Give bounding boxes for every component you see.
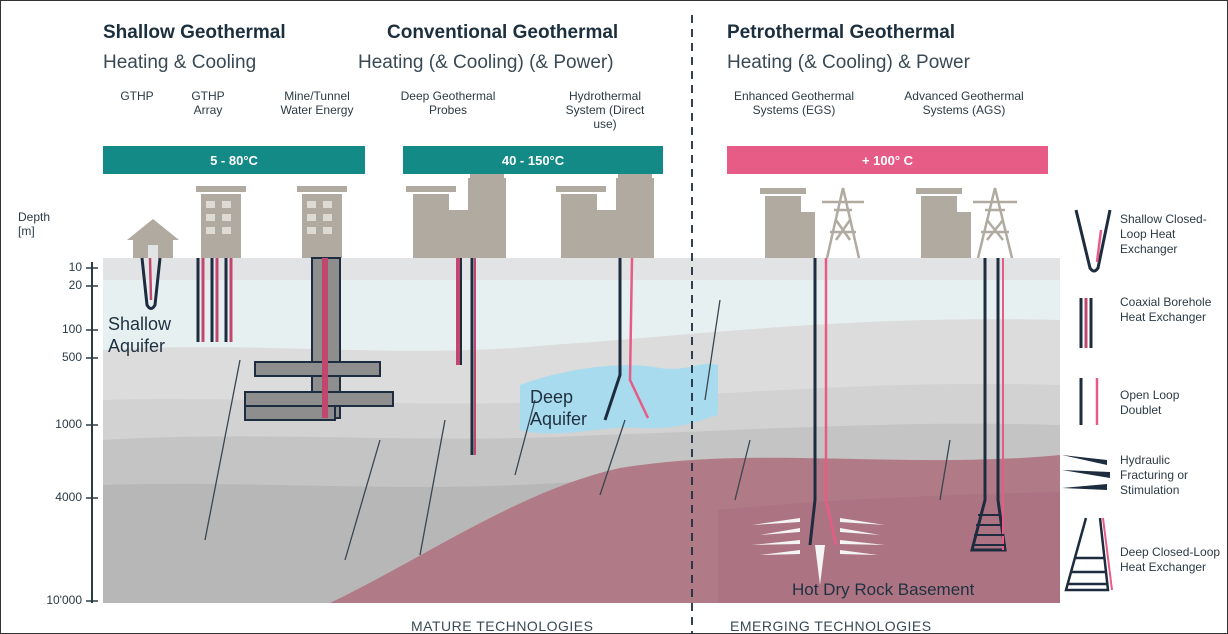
petrothermal-title: Petrothermal Geothermal — [727, 22, 956, 43]
tech-egs: Enhanced Geothermal Systems (EGS) — [733, 89, 855, 117]
egs-wells — [808, 258, 817, 546]
legend-item-shallow-loop: Shallow Closed-Loop Heat Exchanger — [1120, 212, 1207, 256]
depth-tick: 100 — [61, 322, 82, 336]
fault-line — [704, 299, 721, 401]
shallow-subtitle: Heating & Cooling — [103, 52, 257, 73]
deep-loop-icon — [1064, 517, 1110, 592]
depth-tick: 1000 — [55, 417, 82, 431]
building-icon — [297, 186, 347, 258]
city-building-icon — [406, 173, 506, 258]
deep-aquifer-label: Deep Aquifer — [530, 387, 588, 429]
surface-layer — [103, 258, 1060, 280]
u-loop-probe — [140, 257, 162, 310]
tech-gthp: GTHP — [120, 89, 154, 103]
depth-tick: 20 — [68, 278, 82, 292]
depth-tick: 4000 — [55, 490, 82, 504]
fault-line — [599, 419, 626, 496]
building-icon — [196, 186, 246, 258]
legend-item-deep-loop: Deep Closed-Loop Heat Exchanger — [1120, 545, 1221, 574]
petrothermal-subtitle: Heating (& Cooling) & Power — [727, 52, 970, 73]
deep-aquifer-layer — [520, 363, 718, 434]
depth-tick: 500 — [61, 350, 82, 364]
shallow-aquifer-label: Shallow Aquifer — [108, 314, 172, 356]
basement-label: Hot Dry Rock Basement — [792, 580, 975, 599]
tech-ags: Advanced Geothermal Systems (AGS) — [904, 89, 1024, 117]
power-plant-icon — [916, 188, 971, 258]
fault-line — [734, 439, 751, 501]
legend-item-doublet: Open Loop Doublet — [1120, 388, 1180, 417]
fault-line — [344, 439, 381, 561]
fault-line — [514, 399, 536, 476]
depth-tick: 10'000 — [46, 593, 82, 607]
depth-axis-label: Depth [m] — [18, 210, 51, 238]
pylon-icon — [822, 187, 864, 259]
tech-gthp-array: GTHP Array — [191, 89, 225, 117]
u-loop-icon — [1074, 209, 1112, 273]
tech-hydrothermal: Hydrothermal System (Direct use) — [565, 89, 645, 131]
fault-line — [204, 359, 241, 541]
fracture-fans — [752, 518, 885, 585]
tech-mine: Mine/Tunnel Water Energy — [280, 89, 354, 117]
footer-emerging: EMERGING TECHNOLOGIES — [730, 618, 932, 634]
depth-tick: 10 — [68, 260, 82, 274]
fault-line — [939, 439, 951, 501]
shallow-title: Shallow Geothermal — [103, 22, 286, 43]
temperature-band-shallow: 5 - 80°C — [103, 146, 365, 174]
coaxial-array — [196, 258, 233, 342]
conventional-title: Conventional Geothermal — [387, 22, 619, 43]
conventional-subtitle: Heating (& Cooling) (& Power) — [358, 52, 614, 73]
house-icon — [127, 219, 179, 258]
pylon-icon — [973, 187, 1017, 259]
doublet-wells — [603, 258, 622, 421]
temperature-band-conventional: 40 - 150°C — [403, 146, 663, 174]
power-plant-icon — [760, 188, 815, 258]
doublet-icon — [1079, 378, 1099, 425]
coaxial-icon — [1079, 298, 1093, 348]
city-building-icon — [556, 173, 654, 258]
footer-mature: MATURE TECHNOLOGIES — [411, 618, 594, 634]
fault-line — [419, 419, 446, 556]
legend-item-fracturing: Hydraulic Fracturing or Stimulation — [1120, 453, 1189, 497]
fracture-icon — [1062, 455, 1110, 490]
basement-rock-right — [718, 492, 1060, 603]
ags-wells — [970, 258, 1007, 552]
legend-item-coaxial: Coaxial Borehole Heat Exchanger — [1120, 295, 1212, 324]
temperature-band-petrothermal: + 100° C — [727, 146, 1048, 174]
tech-deep-probes: Deep Geothermal Probes — [400, 89, 496, 117]
